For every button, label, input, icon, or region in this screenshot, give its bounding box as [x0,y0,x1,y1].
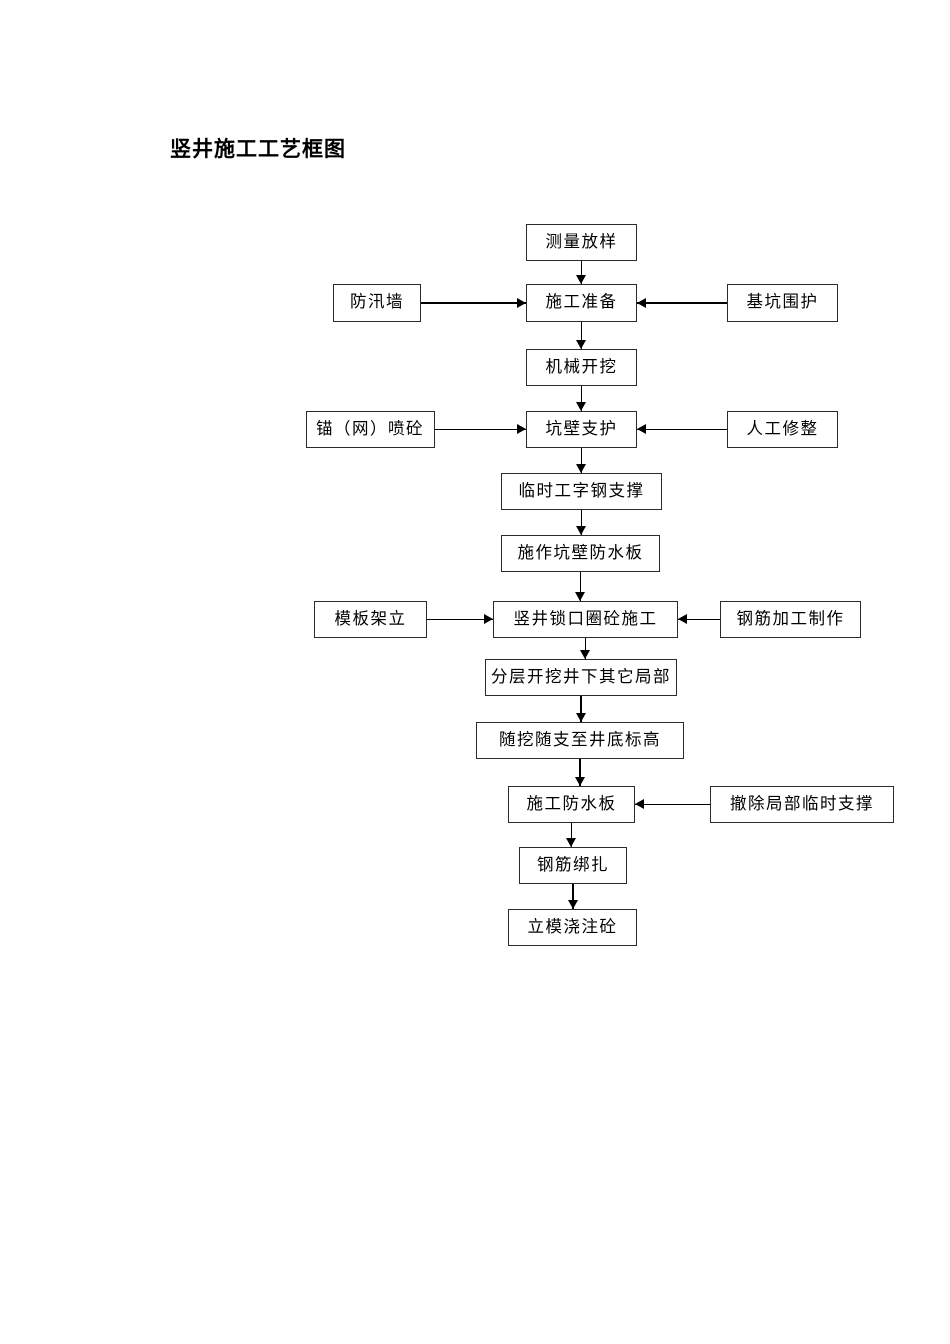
flow-edge-n12-n14-arrowhead [580,650,590,659]
flow-edge-n5-n7 [580,386,583,411]
flow-node-n19: 立模浇注砼 [508,909,637,946]
flow-edge-n18-n19-arrowhead [567,900,578,909]
flow-edge-n9-n10 [580,510,583,535]
flow-edge-n18-n19 [572,884,574,909]
flow-edge-n13-n12-arrowhead [678,614,687,624]
flow-edge-n14-n15-arrowhead [575,713,586,722]
flow-edge-n2-n3 [421,302,526,304]
flow-node-n18: 钢筋绑扎 [519,847,627,884]
flow-edge-n8-n7-arrowhead [637,424,646,434]
flow-edge-n6-n7-arrowhead [517,424,526,434]
flow-node-n14: 分层开挖井下其它局部 [485,659,677,696]
flow-node-n5: 机械开挖 [526,349,637,386]
flow-edge-n13-n12 [678,618,720,621]
flow-edge-n17-n16 [635,803,710,806]
flow-edge-n7-n9 [580,448,583,473]
flow-node-n16: 施工防水板 [508,786,635,823]
flow-node-n4: 基坑围护 [727,284,838,322]
flow-edge-n11-n12-arrowhead [484,614,493,624]
flow-node-n3: 施工准备 [526,284,637,322]
flow-node-n12: 竖井锁口圈砼施工 [493,601,678,638]
flow-node-n8: 人工修整 [727,411,838,448]
flow-edge-n16-n18 [570,823,573,847]
flow-edge-n4-n3-arrowhead [637,297,646,308]
flow-edge-n1-n3 [580,261,583,284]
flow-edge-n3-n5-arrowhead [576,340,586,349]
flow-node-n15: 随挖随支至井底标高 [476,722,684,759]
flow-edge-n5-n7-arrowhead [576,402,586,411]
flow-edge-n8-n7 [637,428,727,431]
flow-edge-n10-n12-arrowhead [575,592,585,601]
flow-node-n7: 坑壁支护 [526,411,637,448]
flow-edge-n6-n7 [435,428,526,431]
flow-node-n13: 钢筋加工制作 [720,601,861,638]
flow-edge-n14-n15 [580,696,582,722]
flow-node-n10: 施作坑壁防水板 [501,535,660,572]
flow-edge-n9-n10-arrowhead [576,526,586,535]
flow-node-n17: 撤除局部临时支撑 [710,786,894,823]
flow-edge-n1-n3-arrowhead [576,275,586,284]
flow-edge-n10-n12 [579,572,582,601]
flow-edge-n16-n18-arrowhead [566,838,576,847]
flow-node-n11: 模板架立 [314,601,427,638]
flow-edge-n4-n3 [637,302,727,304]
flow-node-n9: 临时工字钢支撑 [501,473,662,510]
flow-edge-n7-n9-arrowhead [576,464,586,473]
flow-node-n6: 锚（网）喷砼 [306,411,435,448]
flow-edge-n12-n14 [584,638,587,659]
flow-edge-n15-n16-arrowhead [574,777,585,786]
flow-edge-n11-n12 [427,618,493,621]
page-title: 竖井施工工艺框图 [170,137,346,161]
flow-edge-n3-n5 [580,322,583,349]
flow-edge-n2-n3-arrowhead [517,297,526,308]
flow-node-n2: 防汛墙 [333,284,421,322]
flow-edge-n17-n16-arrowhead [635,799,644,809]
flow-edge-n15-n16 [579,759,581,786]
flow-node-n1: 测量放样 [526,224,637,261]
